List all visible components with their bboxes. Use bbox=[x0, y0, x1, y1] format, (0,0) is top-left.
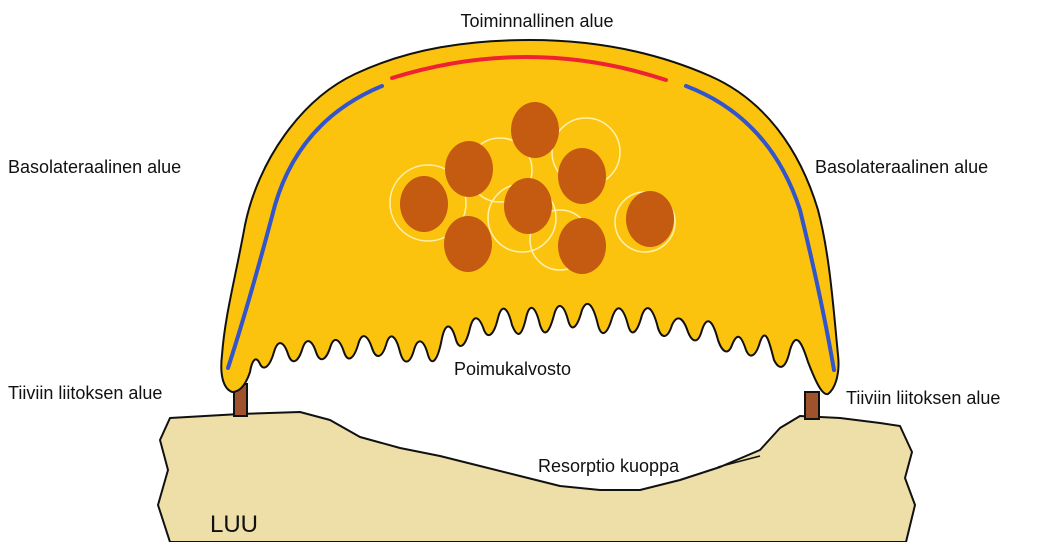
tight-junction-label-left: Tiiviin liitoksen alue bbox=[8, 383, 162, 403]
nucleus bbox=[626, 191, 674, 247]
bone bbox=[158, 412, 915, 542]
nucleus bbox=[558, 218, 606, 274]
nucleus bbox=[558, 148, 606, 204]
resorption-pit-label: Resorptio kuoppa bbox=[538, 456, 680, 476]
basolateral-label-right: Basolateraalinen alue bbox=[815, 157, 988, 177]
nucleus bbox=[444, 216, 492, 272]
tight-junction-label-right: Tiiviin liitoksen alue bbox=[846, 388, 1000, 408]
apical-label: Toiminnallinen alue bbox=[460, 11, 613, 31]
nucleus bbox=[445, 141, 493, 197]
nucleus bbox=[511, 102, 559, 158]
tight-junction-right bbox=[805, 392, 819, 419]
ruffled-border-label: Poimukalvosto bbox=[454, 359, 571, 379]
bone-label: LUU bbox=[210, 511, 258, 538]
nucleus bbox=[400, 176, 448, 232]
nucleus bbox=[504, 178, 552, 234]
basolateral-label-left: Basolateraalinen alue bbox=[8, 157, 181, 177]
